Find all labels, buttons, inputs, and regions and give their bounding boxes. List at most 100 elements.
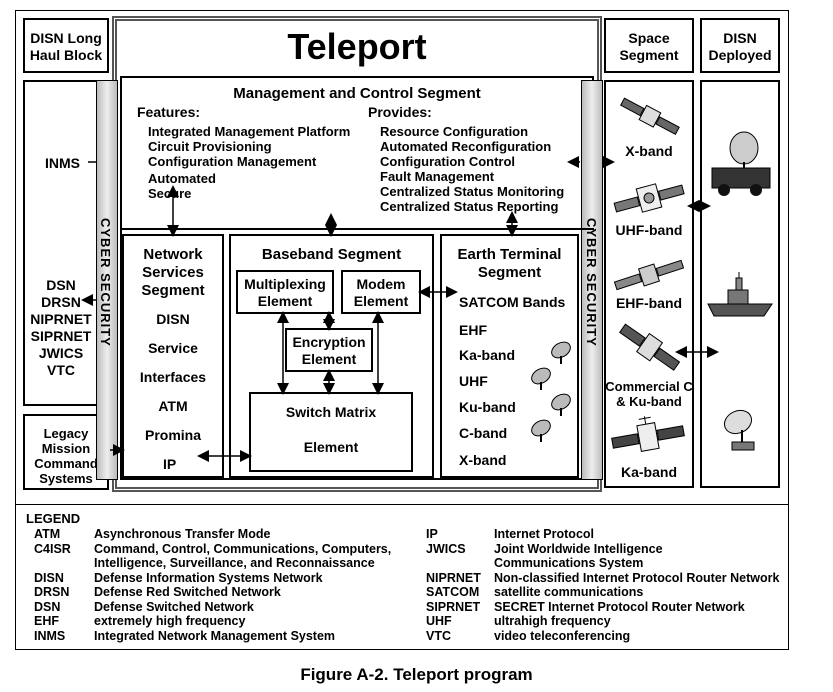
teleport-title: Teleport: [287, 26, 427, 67]
multiplexing-line1: Multiplexing: [244, 276, 326, 292]
legend-divider: [15, 504, 789, 505]
ns-title-line2: Services: [142, 264, 204, 281]
satellite-commercial-icon: [618, 323, 681, 371]
network-jwics: JWICS: [38, 345, 84, 361]
ns-item-ip: IP: [163, 456, 177, 472]
encryption-line1: Encryption: [292, 334, 366, 350]
multiplexing-element: Multiplexing Element: [236, 270, 334, 314]
provides-list: Resource Configuration Automated Reconfi…: [380, 124, 564, 214]
inms-label: INMS: [45, 155, 80, 171]
satcom-bands-label: SATCOM Bands: [459, 294, 566, 310]
baseband-title: Baseband Segment: [261, 246, 402, 263]
features-label: Features:: [137, 104, 201, 120]
disn-long-haul-line1: DISN Long: [30, 30, 102, 46]
network-niprnet: NIPRNET: [30, 311, 92, 327]
network-services-box: [122, 234, 224, 478]
switch-line1: Switch Matrix: [285, 404, 377, 420]
space-header-line2: Segment: [619, 47, 679, 63]
dish-antenna-icon: [531, 367, 551, 390]
provide-item: Centralized Status Monitoring: [380, 184, 565, 199]
provide-item: Centralized Status Reporting: [380, 199, 559, 214]
legacy-line2: Mission: [41, 441, 91, 456]
cyber-security-label-right: CYBER SECURITY: [584, 218, 599, 347]
band-ehf: EHF: [459, 322, 487, 338]
satellite-kaband-icon: [611, 416, 685, 452]
legacy-systems-box: Legacy Mission Command Systems: [23, 414, 109, 490]
modem-line2: Element: [353, 293, 409, 309]
earth-terminal-title: Earth Terminal Segment: [440, 246, 579, 282]
disn-long-haul-line2: Haul Block: [29, 47, 103, 63]
space-ehfband: EHF-band: [615, 295, 683, 311]
space-xband: X-band: [625, 143, 673, 159]
feature-item: Configuration Management: [148, 154, 317, 169]
feature-item: Circuit Provisioning: [148, 139, 272, 154]
deployed-ship-icon: [707, 272, 773, 317]
disn-long-haul-body: [23, 80, 109, 406]
multiplexing-line2: Element: [257, 293, 313, 309]
space-header-line1: Space: [628, 30, 670, 46]
ns-item-disn: DISN: [156, 311, 190, 327]
dish-antenna-icon: [531, 419, 551, 442]
modem-element: Modem Element: [341, 270, 421, 314]
network-vtc: VTC: [47, 362, 75, 378]
disn-long-haul-header: DISN Long Haul Block: [23, 18, 109, 73]
ns-item-interfaces: Interfaces: [139, 369, 207, 385]
legend-title: LEGEND: [26, 511, 81, 526]
network-services-title: Network Services Segment: [122, 246, 224, 300]
features-list: Integrated Management Platform Circuit P…: [148, 124, 350, 201]
deployed-truck-dish-icon: [711, 131, 771, 196]
left-network-list: DSN DRSN NIPRNET SIPRNET JWICS VTC: [26, 277, 96, 379]
ns-title-line3: Segment: [141, 282, 205, 299]
network-dsn: DSN: [46, 277, 76, 293]
satellite-uhfband-icon: [613, 183, 685, 213]
deployed-header-line2: Deployed: [708, 47, 772, 63]
cyber-security-bar-left: [96, 80, 118, 480]
deployed-dish-terminal-icon: [723, 409, 755, 451]
provide-item: Automated Reconfiguration: [380, 139, 552, 154]
band-ka: Ka-band: [459, 347, 515, 363]
et-title-line1: Earth Terminal: [457, 246, 562, 263]
band-ku: Ku-band: [459, 399, 516, 415]
encryption-element: Encryption Element: [285, 328, 373, 372]
provide-item: Resource Configuration: [380, 124, 529, 139]
deployed-header-line1: DISN: [723, 30, 757, 46]
satellite-ehfband-icon: [613, 259, 685, 291]
dish-antenna-icon: [551, 341, 571, 364]
network-siprnet: SIPRNET: [30, 328, 92, 344]
dish-antenna-icon: [551, 393, 571, 416]
mgmt-divider: [120, 228, 594, 230]
modem-line1: Modem: [356, 276, 406, 292]
provide-item: Configuration Control: [380, 154, 516, 169]
switch-line2: Element: [303, 439, 359, 455]
legacy-line3: Command: [34, 456, 98, 471]
et-title-line2: Segment: [477, 264, 542, 281]
satellite-xband-icon: [620, 97, 680, 135]
legacy-line1: Legacy: [43, 426, 89, 441]
mgmt-title: Management and Control Segment: [233, 85, 481, 102]
ns-item-atm: ATM: [158, 398, 188, 414]
figure-caption: Figure A-2. Teleport program: [300, 665, 533, 684]
space-commercial: Commercial C & Ku-band: [605, 379, 693, 409]
ns-item-service: Service: [148, 340, 198, 356]
band-c: C-band: [459, 425, 508, 441]
feature-item: Integrated Management Platform: [148, 124, 351, 139]
legacy-line4: Systems: [39, 471, 93, 486]
space-uhfband: UHF-band: [615, 222, 683, 238]
encryption-line2: Element: [301, 351, 357, 367]
space-kaband: Ka-band: [621, 464, 677, 480]
cyber-security-bar-right: [581, 80, 603, 480]
